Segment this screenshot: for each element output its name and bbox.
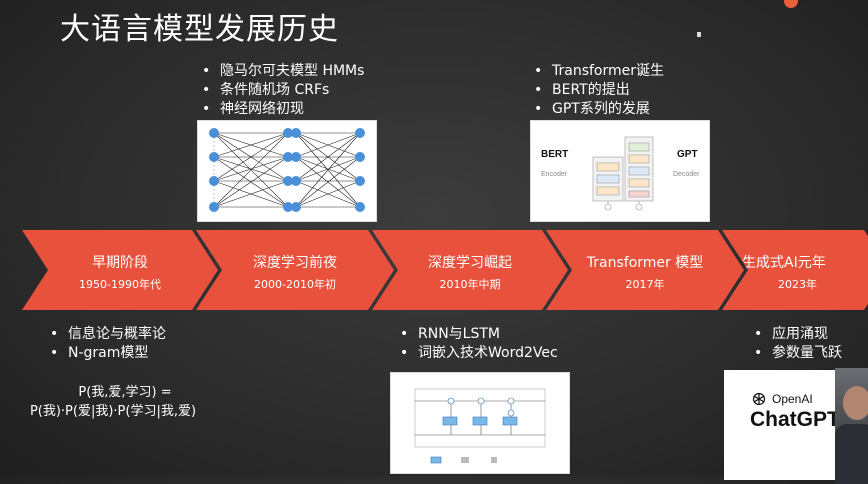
stage-name: 生成式AI元年 [742, 255, 826, 271]
list-item: 词嵌入技术Word2Vec [398, 344, 558, 363]
webcam-overlay [835, 368, 868, 484]
list-item: N-gram模型 [48, 344, 166, 363]
list-item: BERT的提出 [532, 81, 664, 100]
formula-line-1: P(我,爱,学习) = [78, 385, 172, 400]
bert-gpt-figure: BERT Encoder GPT Decoder [530, 120, 710, 222]
corner-accent-dot [784, 0, 798, 8]
neural-network-figure [197, 120, 377, 222]
presenter-head [843, 386, 868, 420]
notes-early: 信息论与概率论 N-gram模型 [48, 325, 166, 363]
stage-date: 2017年 [625, 278, 665, 291]
transformer-architecture-diagram [592, 136, 654, 211]
stage-name: 早期阶段 [92, 255, 148, 271]
stage-name: 深度学习前夜 [253, 255, 337, 271]
openai-brand-row: OpenAI [752, 392, 813, 406]
presenter-body [835, 424, 868, 484]
stage-early: 早期阶段 1950-1990年代 [22, 230, 218, 310]
gpt-label: GPT [677, 149, 698, 160]
list-item: 神经网络初现 [200, 100, 364, 119]
list-item: Transformer诞生 [532, 62, 664, 81]
mouse-cursor-icon [697, 32, 701, 37]
notes-generative-ai: 应用涌现 参数量飞跃 [752, 325, 842, 363]
list-item: 参数量飞跃 [752, 344, 842, 363]
list-item: GPT系列的发展 [532, 100, 664, 119]
stage-date: 1950-1990年代 [79, 278, 161, 291]
lstm-cell-diagram [414, 388, 546, 464]
notes-deep-learning-rise: RNN与LSTM 词嵌入技术Word2Vec [398, 325, 558, 363]
stage-date: 2000-2010年初 [254, 278, 336, 291]
stage-deep-learning-rise: 深度学习崛起 2010年中期 [372, 230, 568, 310]
neural-network-diagram [209, 128, 365, 212]
formula-line-2: P(我)·P(爱|我)·P(学习|我,爱) [29, 404, 197, 419]
stage-deep-learning-eve: 深度学习前夜 2000-2010年初 [196, 230, 394, 310]
timeline: 早期阶段 1950-1990年代 深度学习前夜 2000-2010年初 深度学习… [0, 230, 868, 310]
stage-name: Transformer 模型 [586, 255, 704, 271]
lstm-figure [390, 372, 570, 474]
bert-label: BERT [541, 149, 569, 160]
encoder-label: Encoder [541, 171, 568, 178]
list-item: 信息论与概率论 [48, 325, 166, 344]
notes-transformer: Transformer诞生 BERT的提出 GPT系列的发展 [532, 62, 664, 119]
stage-transformer: Transformer 模型 2017年 [546, 230, 744, 310]
page-title: 大语言模型发展历史 [60, 12, 339, 47]
list-item: 隐马尔可夫模型 HMMs [200, 62, 364, 81]
stage-name: 深度学习崛起 [428, 255, 512, 271]
chatgpt-label: ChatGPT [750, 408, 840, 431]
notes-deep-learning-eve: 隐马尔可夫模型 HMMs 条件随机场 CRFs 神经网络初现 [200, 62, 364, 119]
openai-label: OpenAI [772, 392, 813, 406]
list-item: RNN与LSTM [398, 325, 558, 344]
list-item: 条件随机场 CRFs [200, 81, 364, 100]
stage-date: 2010年中期 [439, 278, 501, 291]
stage-date: 2023年 [778, 278, 817, 291]
list-item: 应用涌现 [752, 325, 842, 344]
openai-icon [752, 392, 766, 406]
decoder-label: Decoder [673, 171, 700, 178]
stage-generative-ai: 生成式AI元年 2023年 [722, 230, 868, 310]
